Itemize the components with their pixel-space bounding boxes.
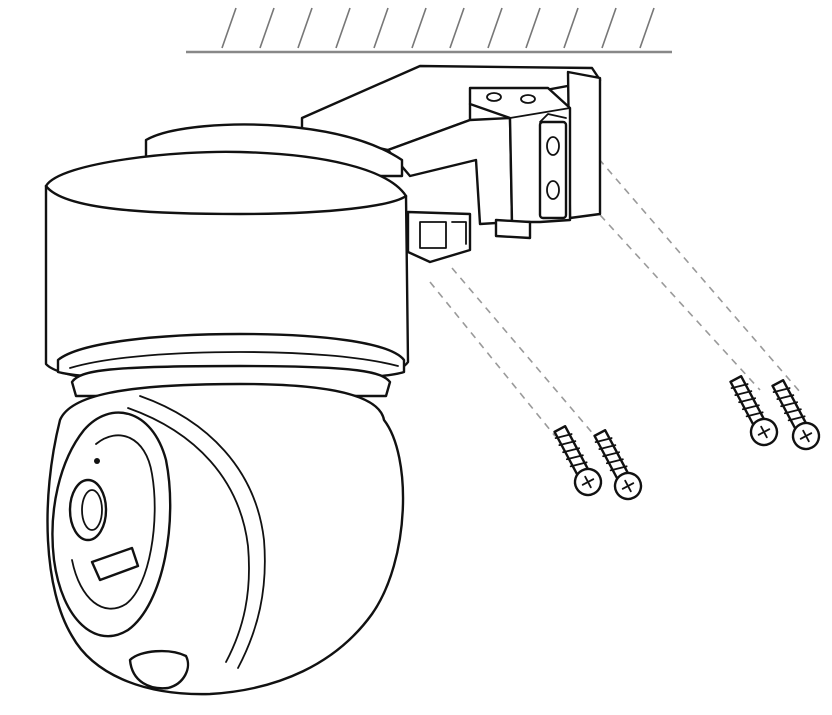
indicator-dot-icon <box>94 458 100 464</box>
screw-icon <box>729 375 779 447</box>
screw-icon <box>593 429 643 501</box>
screw-icon <box>771 379 821 451</box>
bracket-top-hole <box>486 92 502 102</box>
pan-tilt-dome-camera <box>44 123 410 696</box>
screw-icon <box>553 425 603 497</box>
camera-lens-icon <box>68 478 108 542</box>
ir-sensor-window <box>90 546 140 582</box>
ceiling-surface <box>186 7 672 54</box>
wall-mount-bracket <box>300 64 602 264</box>
bracket-top-hole <box>520 94 536 104</box>
bracket-side-hole <box>546 180 560 200</box>
screw-set <box>553 375 821 501</box>
ceiling-hatch <box>221 7 655 49</box>
bracket-side-hole <box>546 136 560 156</box>
